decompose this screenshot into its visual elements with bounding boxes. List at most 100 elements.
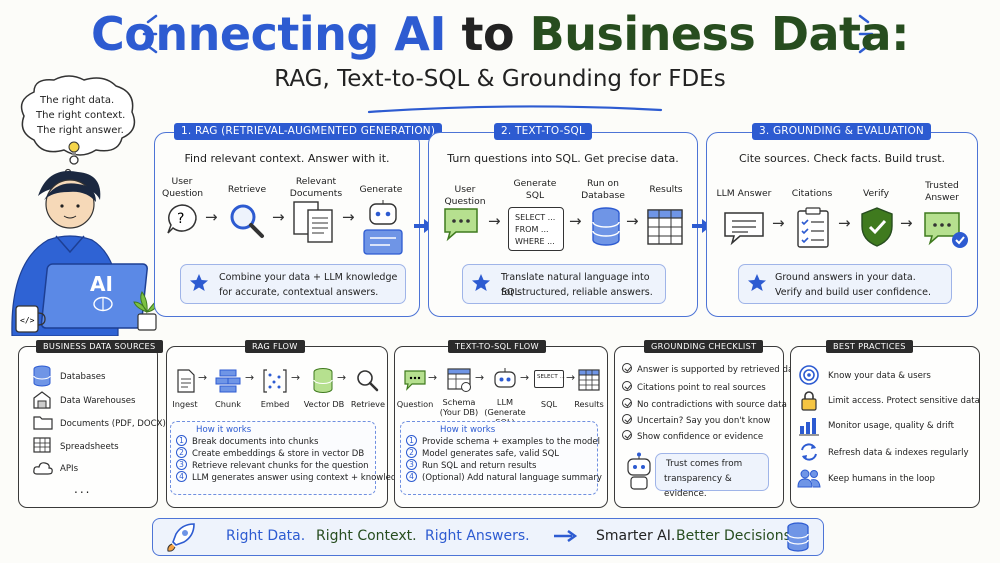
check-circle-icon — [622, 398, 632, 408]
page-title: Connecting AI to Business Data: — [0, 4, 1000, 64]
check-circle-icon — [622, 363, 632, 373]
footer-right-data: Right Data. — [226, 528, 306, 544]
subtitle-underline — [365, 101, 665, 120]
number-badge: 4 — [176, 471, 187, 482]
bar-chart-icon — [798, 416, 820, 440]
source-warehouses: Data Warehouses — [60, 396, 136, 406]
database-icon — [32, 365, 52, 391]
grounding-step-trusted: Trusted Answer — [925, 180, 959, 203]
grounding-note-line-1: Ground answers in your data. — [775, 272, 916, 283]
trust-line-2: transparency & evidence. — [664, 474, 732, 499]
trust-note: Trust comes from transparency & evidence… — [655, 453, 769, 499]
number-badge: 3 — [406, 459, 417, 470]
sql-step-generate: Generate SQL — [513, 178, 557, 201]
rag-step-question: User Question — [162, 176, 204, 199]
grounding-arrow-2: → — [838, 214, 851, 232]
practice-5: Keep humans in the loop — [828, 474, 935, 484]
check-circle-icon — [622, 381, 632, 391]
sql-note: Translate natural language into SQL for … — [462, 264, 666, 304]
rag-step-generate: Generate — [359, 184, 403, 195]
thought-line-1: The right data. — [40, 95, 115, 106]
rag-arrow-2: → — [272, 208, 285, 226]
ragflow-how-text-4: LLM generates answer using context + kno… — [192, 473, 407, 483]
chunk-blocks-icon — [214, 368, 242, 398]
rag-subtitle: Find relevant context. Answer with it. — [184, 152, 390, 165]
practices-panel — [790, 346, 980, 508]
rag-step-documents: Relevant Documents — [289, 176, 343, 199]
ragflow-arrow-1: → — [198, 371, 208, 384]
check-circle-icon — [622, 414, 632, 424]
ingest-doc-icon — [176, 368, 196, 398]
database-icon — [590, 206, 622, 252]
rag-arrow-1: → — [205, 208, 218, 226]
ragflow-how-box — [170, 421, 376, 495]
lock-icon — [800, 390, 818, 416]
sqlflow-how-text-2: Model generates safe, valid SQL — [422, 449, 560, 459]
lightbulb-icon — [66, 140, 82, 162]
checklist-text-1: Answer is supported by retrieved data — [637, 365, 802, 375]
ragflow-step-chunk: Chunk — [214, 399, 242, 409]
sql-step-run: Run on Database — [581, 178, 625, 201]
practice-3: Monitor usage, quality & drift — [828, 421, 954, 431]
sql-step-question: User Question — [444, 184, 486, 207]
grounding-step-answer: LLM Answer — [716, 188, 772, 199]
star-icon — [190, 274, 208, 291]
sqlflow-header: TEXT-TO-SQL FLOW — [448, 340, 546, 353]
sql-code-line-2: FROM ... — [515, 225, 549, 234]
ragflow-how-item-4: 4 LLM generates answer using context + kn… — [176, 470, 407, 487]
title-part-2: to — [461, 7, 515, 61]
footer-banner — [152, 518, 824, 556]
star-icon — [472, 274, 490, 291]
source-more: ... — [74, 482, 92, 496]
title-sparkles-right — [858, 14, 898, 58]
sql-subtitle: Turn questions into SQL. Get precise dat… — [447, 152, 679, 165]
refresh-icon — [798, 441, 820, 467]
cloud-icon — [32, 460, 54, 480]
sql-arrow-1: → — [488, 212, 501, 230]
sql-step-results: Results — [649, 184, 683, 195]
sqlflow-step-sql: SQL — [540, 399, 558, 409]
footer-right-answers: Right Answers. — [425, 528, 530, 544]
sqlflow-how-text-4: (Optional) Add natural language summary — [422, 473, 602, 483]
page-subtitle: RAG, Text-to-SQL & Grounding for FDEs — [274, 66, 726, 92]
ragflow-how-title: How it works — [196, 425, 252, 435]
llm-robot-icon — [492, 367, 518, 395]
checklist-text-3: No contradictions with source data — [637, 400, 787, 410]
grounding-arrow-1: → — [772, 214, 785, 232]
sqlflow-how-box — [400, 421, 598, 495]
grounding-arrow-3: → — [900, 214, 913, 232]
checklist-item-5: Show confidence or evidence — [622, 430, 763, 442]
footer-arrow — [552, 528, 578, 548]
sqlflow-how-text-1: Provide schema + examples to the model — [422, 437, 601, 447]
grounding-subtitle: Cite sources. Check facts. Build trust. — [738, 152, 946, 165]
rag-note: Combine your data + LLM knowledge for ac… — [180, 264, 406, 304]
grounding-header: 3. GROUNDING & EVALUATION — [752, 123, 931, 140]
grounding-note: Ground answers in your data. Verify and … — [738, 264, 952, 304]
svg-text:?: ? — [177, 211, 184, 227]
rag-step-retrieve: Retrieve — [227, 184, 267, 195]
source-databases: Databases — [60, 372, 106, 382]
schema-icon — [446, 367, 472, 397]
sqlflow-how-item-4: 4 (Optional) Add natural language summary — [406, 470, 602, 487]
trust-line-1: Trust comes from — [666, 459, 743, 469]
plant-icon — [132, 290, 162, 336]
sources-header: BUSINESS DATA SOURCES — [36, 340, 163, 353]
number-badge: 4 — [406, 471, 417, 482]
target-icon — [798, 364, 820, 390]
sqlflow-arrow-1: → — [428, 371, 438, 384]
thought-line-3: The right answer. — [37, 125, 124, 136]
footer-right-context: Right Context. — [316, 528, 417, 544]
thought-bubble — [14, 72, 144, 186]
practice-1: Know your data & users — [828, 371, 931, 381]
number-badge: 3 — [176, 459, 187, 470]
sql-arrow-3: → — [626, 212, 639, 230]
grounding-step-citations: Citations — [791, 188, 833, 199]
sql-note-line-2: for structured, reliable answers. — [501, 287, 653, 298]
sqlflow-arrow-3: → — [520, 371, 530, 384]
sqlflow-how-title: How it works — [440, 425, 496, 435]
